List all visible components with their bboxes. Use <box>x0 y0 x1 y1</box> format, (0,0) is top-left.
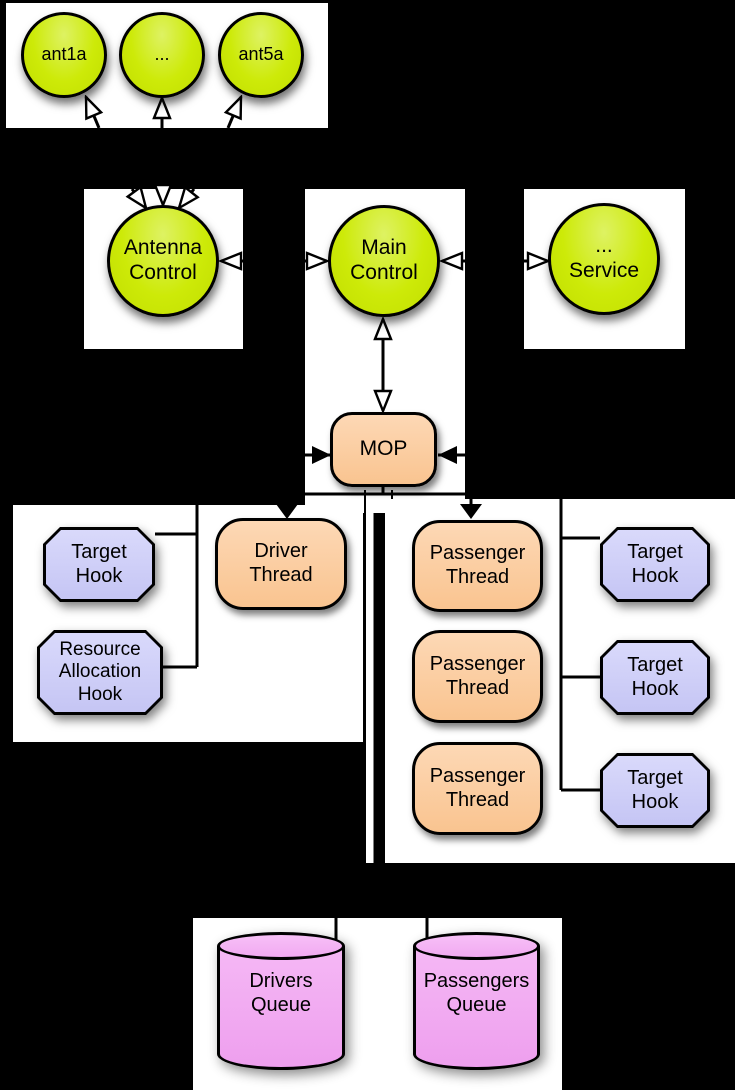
ant1a-label: ant1a <box>41 44 87 65</box>
drivers-queue-label: Drivers Queue <box>249 970 313 1016</box>
arrow-into-driver-thread <box>276 504 298 519</box>
cylinder-body <box>217 946 345 1070</box>
service-label: ... Service <box>568 234 640 282</box>
ant5a-label: ant5a <box>238 44 284 65</box>
resource-allocation-hook-label: Resource Allocation Hook <box>58 638 142 705</box>
arrow-ant1a-link <box>84 97 99 129</box>
node-drivers-queue: Drivers Queue <box>217 932 345 1070</box>
node-antenna-control: Antenna Control <box>107 205 219 317</box>
mop-label: MOP <box>359 437 408 461</box>
node-passenger-thread-2: Passenger Thread <box>412 630 543 723</box>
passenger-thread-1-label: Passenger Thread <box>429 542 526 588</box>
node-target-hook-left: Target Hook <box>43 527 155 602</box>
node-ant1a: ant1a <box>21 12 107 98</box>
target-hook-2-label: Target Hook <box>627 653 683 700</box>
node-target-hook-3: Target Hook <box>600 753 710 828</box>
node-target-hook-2: Target Hook <box>600 640 710 715</box>
node-main-control: Main Control <box>328 205 440 317</box>
cylinder-body <box>413 946 540 1070</box>
passengers-queue-label: Passengers Queue <box>423 970 530 1016</box>
node-ant-ellipsis: ... <box>119 12 205 98</box>
target-hook-1-label: Target Hook <box>627 540 683 587</box>
target-hook-left-label: Target Hook <box>71 540 127 587</box>
driver-thread-label: Driver Thread <box>249 540 313 586</box>
octagon-fill <box>603 756 707 825</box>
line-queue-pipe <box>373 513 385 863</box>
cylinder-top <box>413 932 540 960</box>
ant-ellipsis-label: ... <box>154 44 170 65</box>
node-mop: MOP <box>330 412 437 487</box>
antenna-control-label: Antenna Control <box>123 236 203 284</box>
octagon-fill <box>46 530 152 599</box>
octagon-fill <box>603 643 707 712</box>
arrow-ant5a-link <box>228 97 243 129</box>
main-control-label: Main Control <box>350 236 418 284</box>
node-passenger-thread-3: Passenger Thread <box>412 742 543 835</box>
node-resource-allocation-hook: Resource Allocation Hook <box>37 630 163 715</box>
octagon-fill <box>603 530 707 599</box>
node-passenger-thread-1: Passenger Thread <box>412 520 543 612</box>
arrow-into-antenna-control-left <box>132 189 146 208</box>
node-passengers-queue: Passengers Queue <box>413 932 540 1070</box>
target-hook-3-label: Target Hook <box>627 766 683 813</box>
octagon-fill <box>40 633 160 712</box>
node-service: ... Service <box>548 203 660 315</box>
arrow-into-passenger-thread <box>460 504 482 519</box>
cylinder-top <box>217 932 345 960</box>
node-target-hook-1: Target Hook <box>600 527 710 602</box>
node-driver-thread: Driver Thread <box>215 518 347 610</box>
arrow-into-antenna-control-right <box>179 189 194 208</box>
passenger-thread-2-label: Passenger Thread <box>429 652 526 699</box>
passenger-thread-3-label: Passenger Thread <box>429 764 526 811</box>
node-ant5a: ant5a <box>218 12 304 98</box>
